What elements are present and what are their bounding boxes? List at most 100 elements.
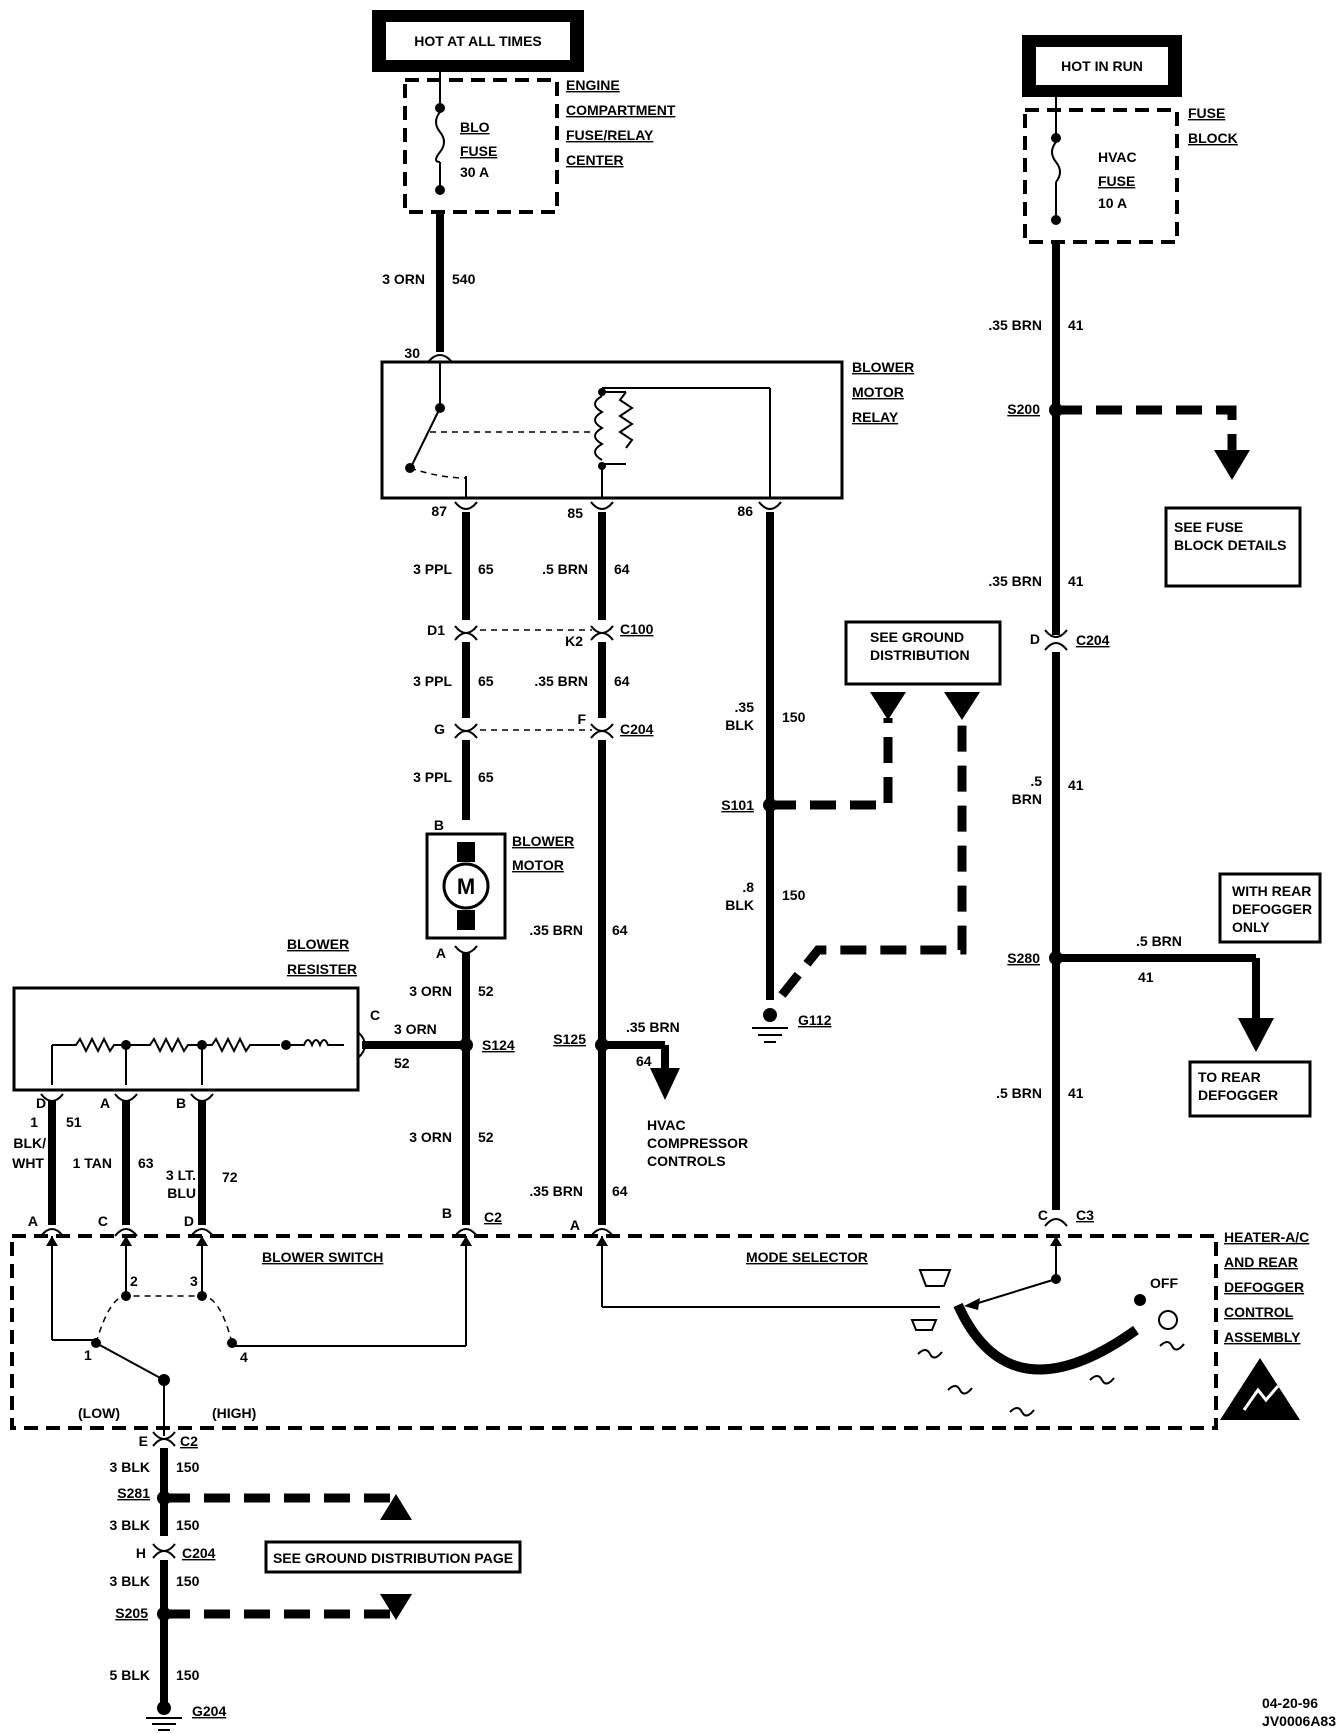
ground-g112-symbol bbox=[752, 1008, 788, 1043]
hvac-comp-label-2: COMPRESSOR bbox=[647, 1135, 748, 1151]
wire-g4-size: 5 BLK bbox=[110, 1667, 150, 1683]
switch-pin-c: C bbox=[98, 1213, 108, 1229]
to-rear-label-2: DEFOGGER bbox=[1198, 1087, 1278, 1103]
assembly-label-4: CONTROL bbox=[1224, 1304, 1294, 1320]
wire-41b-size: .35 BRN bbox=[988, 573, 1042, 589]
wire-g3-size: 3 BLK bbox=[110, 1573, 150, 1589]
mode-selector-label: MODE SELECTOR bbox=[746, 1249, 868, 1265]
blower-motor-label-1: BLOWER bbox=[512, 833, 574, 849]
wire-41c-number: 41 bbox=[1068, 777, 1084, 793]
wire-64a-size: .5 BRN bbox=[542, 561, 588, 577]
wire-64c-size: .35 BRN bbox=[529, 922, 583, 938]
with-rear-defogger-box bbox=[1218, 872, 1322, 944]
wire-150b-size-2: BLK bbox=[725, 897, 754, 913]
connector-c-heater: C bbox=[1038, 1207, 1048, 1223]
wire-g4-number: 150 bbox=[176, 1667, 200, 1683]
wire-64e-size: .35 BRN bbox=[529, 1183, 583, 1199]
splice-s200: S200 bbox=[1007, 401, 1040, 417]
ground-g204-symbol bbox=[146, 1701, 182, 1731]
see-ground-distribution-page-box bbox=[264, 1540, 522, 1574]
to-rear-label-1: TO REAR bbox=[1198, 1069, 1261, 1085]
switch-position-1: 1 bbox=[84, 1347, 92, 1363]
wire-150a-size-2: BLK bbox=[725, 717, 754, 733]
to-rear-defogger-box bbox=[1188, 1060, 1312, 1118]
esd-warning-icon bbox=[1220, 1358, 1300, 1420]
wire-540-number: 540 bbox=[452, 271, 476, 287]
switch-pin-d: D bbox=[184, 1213, 194, 1229]
relay-label-1: BLOWER bbox=[852, 359, 914, 375]
blo-fuse-label-3: 30 A bbox=[460, 164, 489, 180]
connector-d1: D1 bbox=[427, 622, 445, 638]
splice-s280: S280 bbox=[1007, 950, 1040, 966]
wire-52c-number: 52 bbox=[478, 1129, 494, 1145]
wire-41e-size: .5 BRN bbox=[996, 1085, 1042, 1101]
splice-s205: S205 bbox=[115, 1605, 148, 1621]
blower-motor-relay: BLOWER MOTOR RELAY bbox=[380, 359, 914, 500]
wire-72-size-1: 3 LT. bbox=[166, 1167, 196, 1183]
hot-at-all-times-box: HOT AT ALL TIMES bbox=[372, 10, 584, 72]
mode-pin-a: A bbox=[570, 1217, 580, 1233]
wire-41c-size-1: .5 bbox=[1030, 773, 1042, 789]
ground-dash-s205 bbox=[164, 1596, 401, 1619]
switch-pin-b: B bbox=[442, 1205, 452, 1221]
resister-label-1: BLOWER bbox=[287, 936, 349, 952]
resister-pin-d: D bbox=[36, 1095, 46, 1111]
recirculation-icon bbox=[1158, 1310, 1178, 1330]
blo-fuse-label-1: BLO bbox=[460, 119, 490, 135]
wire-41b-number: 41 bbox=[1068, 573, 1084, 589]
wire-64e-number: 64 bbox=[612, 1183, 628, 1199]
mode-selector: OFF MODE SELECTOR bbox=[596, 1236, 1185, 1417]
wire-41c-size-2: BRN bbox=[1012, 791, 1042, 807]
connector-c204-mid: C204 bbox=[620, 721, 654, 737]
switch-low-label: (LOW) bbox=[78, 1405, 120, 1421]
connector-c3: C3 bbox=[1076, 1207, 1094, 1223]
pin-30-connector bbox=[427, 354, 453, 363]
connector-c2-top: C2 bbox=[484, 1209, 502, 1225]
blower-switch-label: BLOWER SWITCH bbox=[262, 1249, 383, 1265]
hvac-comp-label-3: CONTROLS bbox=[647, 1153, 726, 1169]
fuse-block-box bbox=[1023, 108, 1179, 244]
relay-label-2: MOTOR bbox=[852, 384, 904, 400]
wire-65a-number: 65 bbox=[478, 561, 494, 577]
wire-g1-size: 3 BLK bbox=[110, 1459, 150, 1475]
heater-ac-control-assembly-box bbox=[10, 1234, 1218, 1430]
wire-65a-size: 3 PPL bbox=[413, 561, 452, 577]
footer-date: 04-20-96 bbox=[1262, 1695, 1318, 1711]
wire-64b-number: 64 bbox=[614, 673, 630, 689]
engine-compartment-label-1: ENGINE bbox=[566, 77, 620, 93]
blo-fuse: BLO FUSE 30 A bbox=[435, 72, 497, 195]
hot-in-run-label: HOT IN RUN bbox=[1061, 58, 1143, 74]
relay-pin-86: 86 bbox=[737, 503, 753, 519]
splice-s281: S281 bbox=[117, 1485, 150, 1501]
airflow-icons bbox=[917, 1341, 1185, 1417]
engine-compartment-label-2: COMPARTMENT bbox=[566, 102, 676, 118]
wire-51-number: 51 bbox=[66, 1114, 82, 1130]
ground-dist-label-1: SEE GROUND bbox=[870, 629, 964, 645]
motor-pin-b: B bbox=[434, 817, 444, 833]
wire-51-size-1: 1 bbox=[30, 1114, 38, 1130]
wire-72-number: 72 bbox=[222, 1169, 238, 1185]
relay-label-3: RELAY bbox=[852, 409, 899, 425]
blower-resister: BLOWER RESISTER bbox=[12, 936, 360, 1092]
switch-position-2: 2 bbox=[130, 1273, 138, 1289]
connector-e: E bbox=[139, 1433, 148, 1449]
wire-52a-size: 3 ORN bbox=[409, 983, 452, 999]
rear-only-label-3: ONLY bbox=[1232, 919, 1270, 935]
wire-64c-number: 64 bbox=[612, 922, 628, 938]
wire-63-number: 63 bbox=[138, 1155, 154, 1171]
engine-compartment-label-3: FUSE/RELAY bbox=[566, 127, 654, 143]
wire-g1-number: 150 bbox=[176, 1459, 200, 1475]
wire-41a-number: 41 bbox=[1068, 317, 1084, 333]
connector-c2-bottom: C2 bbox=[180, 1433, 198, 1449]
ground-g112: G112 bbox=[798, 1012, 832, 1028]
hvac-fuse: HVAC FUSE 10 A bbox=[1051, 97, 1137, 225]
wire-41e-number: 41 bbox=[1068, 1085, 1084, 1101]
wire-150a-size-1: .35 bbox=[735, 699, 755, 715]
wire-65c-number: 65 bbox=[478, 769, 494, 785]
hvac-comp-label-1: HVAC bbox=[647, 1117, 686, 1133]
engine-compartment-label-4: CENTER bbox=[566, 152, 624, 168]
wire-41d-number: 41 bbox=[1138, 969, 1154, 985]
connector-c100: C100 bbox=[620, 621, 654, 637]
splice-s124: S124 bbox=[482, 1037, 515, 1053]
ground-dist-label-2: DISTRIBUTION bbox=[870, 647, 970, 663]
